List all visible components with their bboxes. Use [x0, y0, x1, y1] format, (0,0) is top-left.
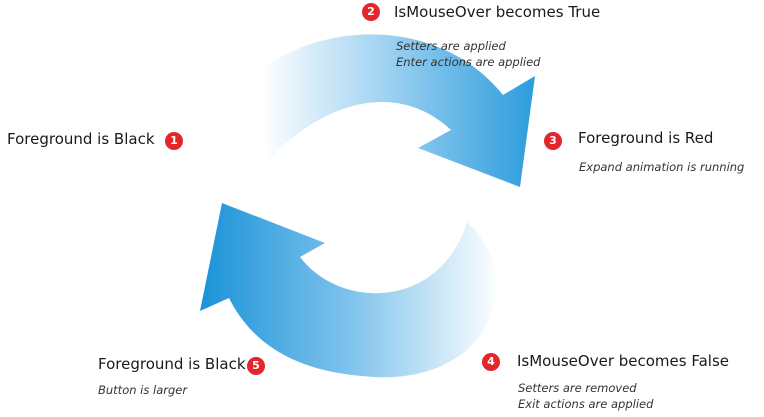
step-4-badge: 4 [482, 353, 500, 371]
top-cycle-arrow [240, 34, 535, 187]
step-2-note-2: Enter actions are applied [396, 55, 541, 69]
step-4-note-2: Exit actions are applied [518, 397, 654, 411]
step-2-note-1: Setters are applied [396, 39, 506, 53]
step-5-note-1: Button is larger [98, 383, 188, 397]
step-4-note-1: Setters are removed [518, 381, 637, 395]
step-5-badge: 5 [247, 357, 265, 375]
step-3-note-1: Expand animation is running [579, 160, 745, 174]
step-2-title: IsMouseOver becomes True [394, 3, 601, 21]
step-2-badge: 2 [362, 3, 380, 21]
step-3-badge: 3 [544, 132, 562, 150]
step-1-badge: 1 [165, 132, 183, 150]
step-5-title: Foreground is Black [98, 355, 246, 373]
step-1-title: Foreground is Black [7, 130, 155, 148]
bottom-cycle-arrow [200, 203, 497, 378]
step-3-title: Foreground is Red [578, 129, 714, 147]
step-4-title: IsMouseOver becomes False [517, 352, 730, 370]
